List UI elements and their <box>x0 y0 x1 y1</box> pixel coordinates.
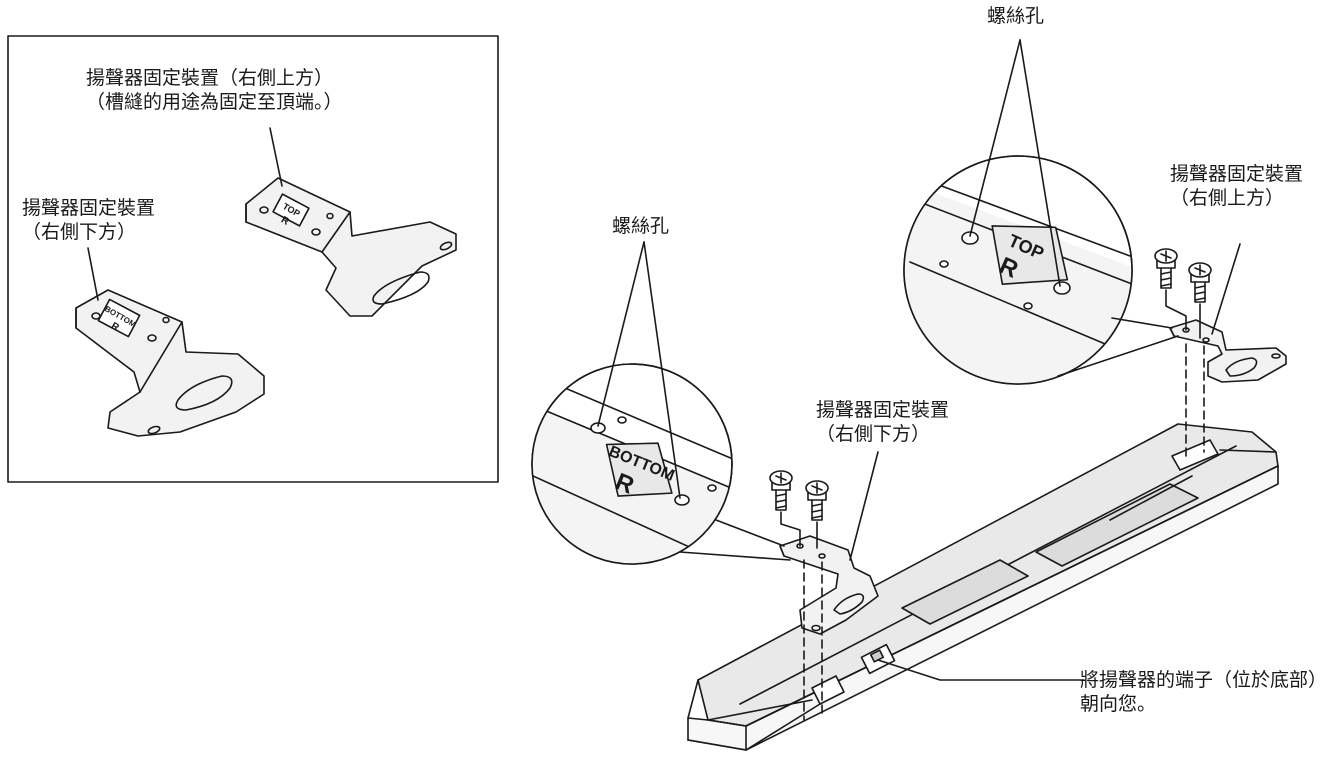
main-bottom-bracket-label-line1: 揚聲器固定裝置 <box>816 399 950 421</box>
main-top-bracket-label-line1: 揚聲器固定裝置 <box>1170 163 1304 185</box>
inset-top-bracket <box>245 177 457 317</box>
top-screw-left <box>1154 248 1178 289</box>
main-bottom-bracket-label: 揚聲器固定裝置 （右側下方） <box>816 398 949 446</box>
inset-bottom-bracket-label: 揚聲器固定裝置 （右側下方） <box>22 196 155 244</box>
bottom-screw-left <box>769 470 793 511</box>
main-top-bracket <box>1169 319 1287 383</box>
main-bottom-bracket-label-line2: （右側下方） <box>816 423 931 445</box>
bottom-screw-right <box>805 480 829 521</box>
inset-top-bracket-label-line1: 揚聲器固定裝置（右側上方） <box>86 67 334 89</box>
screw-hole-leader-bottom-a <box>597 241 645 427</box>
main-top-bracket-label: 揚聲器固定裝置 （右側上方） <box>1170 162 1303 210</box>
main-top-bracket-label-line2: （右側上方） <box>1170 187 1285 209</box>
terminal-instruction-line2: 朝向您。 <box>1080 693 1157 715</box>
bottom-bracket-leader <box>849 451 879 561</box>
screw-hole-label-top: 螺絲孔 <box>987 5 1045 27</box>
terminal-leader <box>877 659 1085 681</box>
top-screw-right <box>1188 262 1212 303</box>
inset-bottom-leader <box>87 247 99 301</box>
screw-hole-leader-top-a <box>969 39 1021 237</box>
inset-top-leader <box>269 127 283 187</box>
screw-hole-leader-top-b <box>1019 39 1061 287</box>
top-bracket-leader <box>1211 243 1241 335</box>
screw-hole-label-bottom: 螺絲孔 <box>612 215 670 237</box>
terminal-instruction-label: 將揚聲器的端子（位於底部） 朝向您。 <box>1080 668 1327 716</box>
inset-top-bracket-label: 揚聲器固定裝置（右側上方） （槽縫的用途為固定至頂端。） <box>86 66 343 114</box>
zoom-circle-top <box>903 155 1179 385</box>
screw-hole-leader-bottom-b <box>643 241 681 499</box>
speaker-bar <box>687 423 1279 751</box>
terminal-instruction-line1: 將揚聲器的端子（位於底部） <box>1080 669 1328 691</box>
inset-bottom-bracket <box>75 289 265 437</box>
inset-bottom-bracket-label-line1: 揚聲器固定裝置 <box>22 197 156 219</box>
inset-top-bracket-label-line2: （槽縫的用途為固定至頂端。） <box>86 91 343 113</box>
zoom-circle-bottom <box>531 363 791 565</box>
inset-bottom-bracket-label-line2: （右側下方） <box>22 221 137 243</box>
